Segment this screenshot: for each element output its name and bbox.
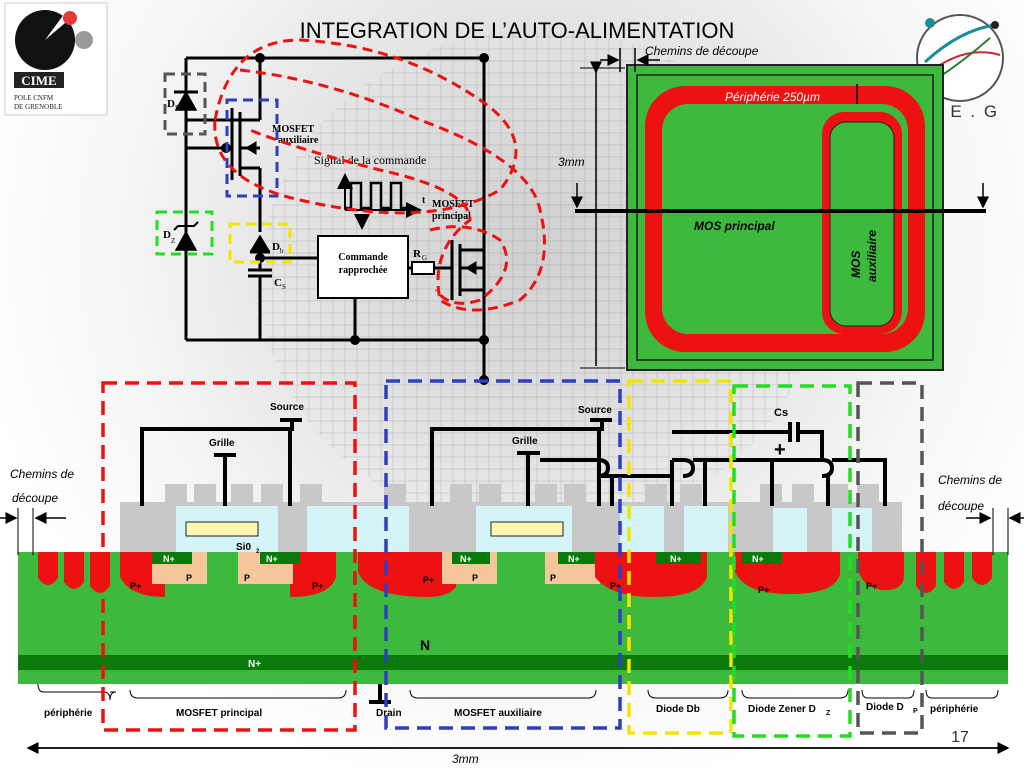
region-label-1: MOSFET principal [176,708,262,719]
label-dz: D [163,229,171,241]
grille-right-label: Grille [512,436,538,447]
zener-sub-label: Z [826,710,831,717]
top-size-label: 3mm [558,155,585,169]
p-label-1: P [186,573,192,583]
region-label-3: Diode Db [656,704,700,715]
label-cs-sub: S [282,283,286,291]
label-dp: D [167,98,175,110]
label-dp-sub: P [175,104,179,112]
chemins-left-2: découpe [12,491,58,505]
label-t: t [422,195,426,206]
n-plus-label-3: N+ [460,554,472,564]
geg-logo-text: . E . G [937,102,999,121]
n-plus-label-2: N+ [266,554,278,564]
label-commande2: rapprochée [339,265,388,276]
page-title: INTEGRATION DE L’AUTO-ALIMENTATION [300,18,735,43]
chemins-left-1: Chemins de [10,467,74,481]
p-plus-label-2: P+ [312,581,323,591]
p-plus-label-1: P+ [130,581,141,591]
cime-logo-text: CIME [21,73,56,88]
p-label-2: P [244,573,250,583]
drain-label: Drain [376,708,402,719]
cs-plus-label: + [774,439,786,461]
top-mos-aux-label1: MOS [849,251,863,278]
mosfet-principal-highlight [101,381,357,732]
top-view: Chemins de découpe Périphérie 250µm 3mm … [558,44,989,371]
source-right-label: Source [578,405,612,416]
diode-dp-highlight [856,381,924,735]
cs-label: Cs [774,407,788,419]
p-label-3: P [472,573,478,583]
top-mos-aux-label2: auxiliaire [865,230,879,282]
source-left-label: Source [270,402,304,413]
top-chemins-label: Chemins de découpe [645,44,759,58]
n-plus-label-5: N+ [670,554,682,564]
region-label-5: Diode D [866,702,904,713]
dp-sub-label: P [913,708,918,715]
region-label-6: périphérie [930,704,979,715]
page-number: 17 [951,729,969,746]
label-mosfet-principal2: principal [432,211,471,222]
n-plus-label-6: N+ [752,554,764,564]
db-highlight-box [228,222,292,264]
label-cs: C [274,277,282,289]
mosfet-aux-highlight [384,379,622,730]
p-label-4: P [550,573,556,583]
label-db-sub: b [280,247,284,255]
n-plus-substrate-label: N+ [248,659,261,670]
n-plus-label-1: N+ [163,554,175,564]
schematic [173,53,489,385]
region-label-2: MOSFET auxiliaire [454,708,542,719]
top-peripherie-label: Périphérie 250µm [725,90,820,104]
sio2-sub-label: 2 [256,549,260,555]
label-mosfet-aux2: auxiliaire [278,135,319,146]
dp-highlight-box [163,72,207,136]
p-plus-label-3: P+ [423,575,434,585]
diode-zener-highlight [732,384,852,738]
grille-left-label: Grille [209,438,235,449]
top-mos-principal-label: MOS principal [694,219,775,233]
region-label-4: Diode Zener D [748,704,816,715]
label-mosfet-aux: MOSFET [272,124,315,135]
bottom-width-label: 3mm [452,752,479,766]
cross-section [0,418,1024,754]
n-plus-label-4: N+ [568,554,580,564]
label-rg: R [413,248,422,260]
cime-logo-sub1: POLE CNFM [14,94,54,102]
p-plus-label-6: P+ [866,581,877,591]
sio2-label: Si0 [236,542,251,553]
aux-mos-highlight-box [225,98,279,198]
cime-logo: CIME POLE CNFM DE GRENOBLE [4,2,108,116]
label-commande1: Commande [338,252,388,263]
diode-db-highlight [627,379,733,735]
label-signal: Signal de la commande [314,153,426,167]
p-plus-label-4: P+ [610,581,621,591]
label-db: D [272,241,280,253]
chemins-right-1: Chemins de [938,473,1002,487]
p-plus-label-5: P+ [758,585,769,595]
label-dz-sub: Z [171,237,175,245]
label-rg-sub: G [422,254,427,262]
n-region-label: N [420,637,430,653]
principal-mos-highlight [429,225,509,305]
region-label-0: périphérie [44,708,93,719]
aux-path-highlight [213,38,518,215]
cime-logo-sub2: DE GRENOBLE [14,103,62,111]
label-mosfet-principal: MOSFET [432,199,475,210]
chemins-right-2: découpe [938,499,984,513]
